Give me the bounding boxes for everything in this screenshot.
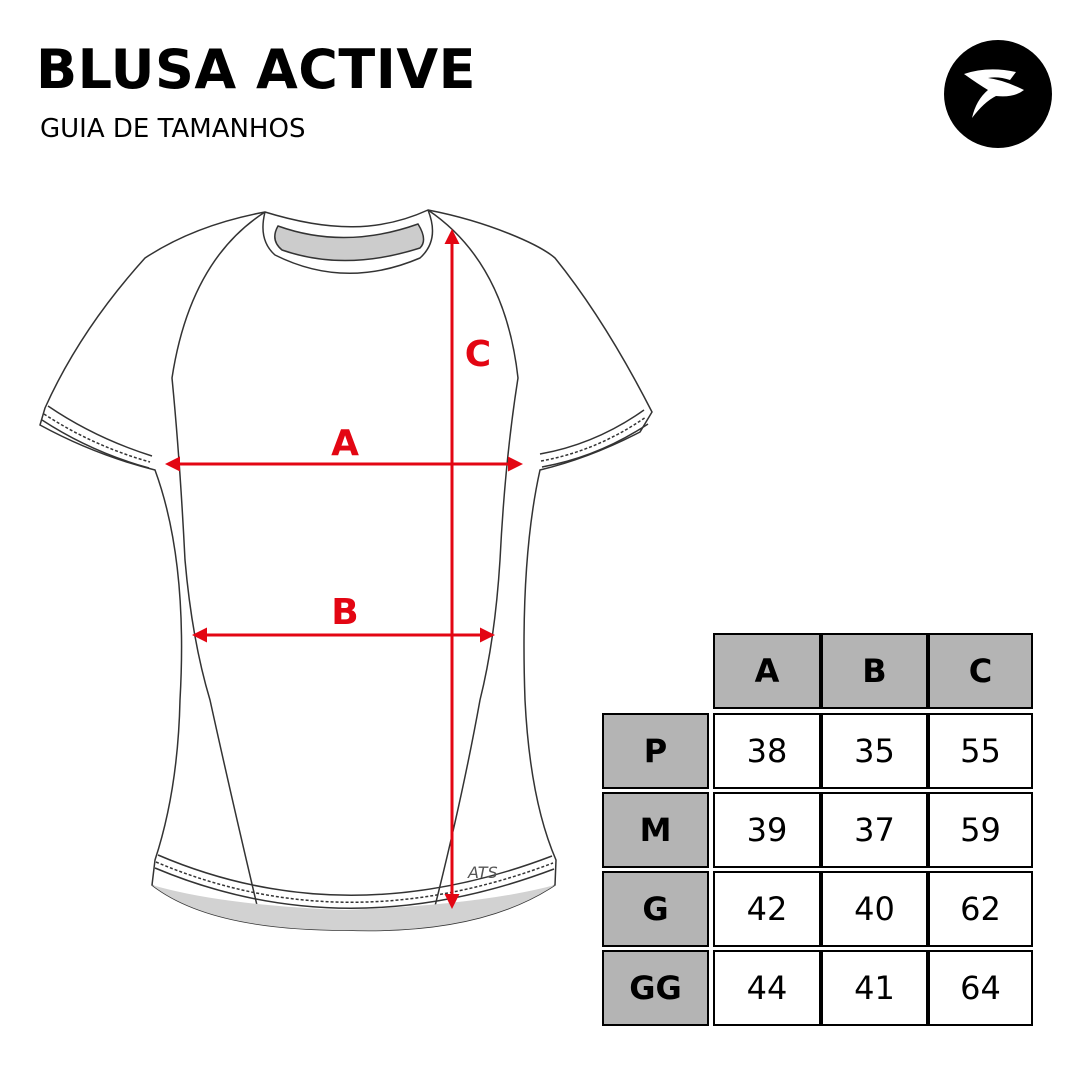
tshirt-outline <box>39 209 653 932</box>
table-cell-p-c: 55 <box>928 713 1033 789</box>
table-cell-gg-b: 41 <box>821 950 928 1026</box>
measure-a-label: A <box>331 423 359 464</box>
right-sleeve-hem-2 <box>540 416 647 462</box>
page-subtitle: GUIA DE TAMANHOS <box>40 114 306 144</box>
table-cell-m-c: 59 <box>928 792 1033 868</box>
page-title: BLUSA ACTIVE <box>36 38 477 101</box>
table-cell-gg-a: 44 <box>713 950 821 1026</box>
row-header-g: G <box>602 871 709 947</box>
left-sleeve-hem-1 <box>47 405 153 457</box>
column-header-c: C <box>928 633 1033 709</box>
bottom-hem-3 <box>154 867 555 909</box>
table-cell-g-b: 40 <box>821 871 928 947</box>
right-sleeve-hem-1 <box>539 409 645 455</box>
left-sleeve-hem-2 <box>43 413 151 463</box>
collar-inner <box>274 223 425 262</box>
collar-outer <box>262 209 434 275</box>
column-header-b: B <box>821 633 928 709</box>
tshirt-body-outline <box>39 209 653 932</box>
left-raglan-seam <box>171 211 266 919</box>
column-header-a: A <box>713 633 821 709</box>
measurement-arrows <box>165 229 523 909</box>
back-hem-inside <box>152 885 555 931</box>
row-header-m: M <box>602 792 709 868</box>
table-cell-g-c: 62 <box>928 871 1033 947</box>
table-cell-p-a: 38 <box>713 713 821 789</box>
table-cell-m-a: 39 <box>713 792 821 868</box>
measure-c-label: C <box>465 334 491 375</box>
bottom-hem-1 <box>157 854 553 896</box>
row-header-p: P <box>602 713 709 789</box>
brand-tag-text: ATS <box>467 863 498 882</box>
row-header-gg: GG <box>602 950 709 1026</box>
right-raglan-seam <box>427 209 519 919</box>
table-cell-p-b: 35 <box>821 713 928 789</box>
table-cell-m-b: 37 <box>821 792 928 868</box>
table-cell-gg-c: 64 <box>928 950 1033 1026</box>
measure-b-label: B <box>331 592 358 633</box>
table-cell-g-a: 42 <box>713 871 821 947</box>
left-sleeve-hem-3 <box>41 419 150 469</box>
bird-logo-icon <box>944 40 1052 148</box>
right-sleeve-hem-3 <box>541 423 649 468</box>
